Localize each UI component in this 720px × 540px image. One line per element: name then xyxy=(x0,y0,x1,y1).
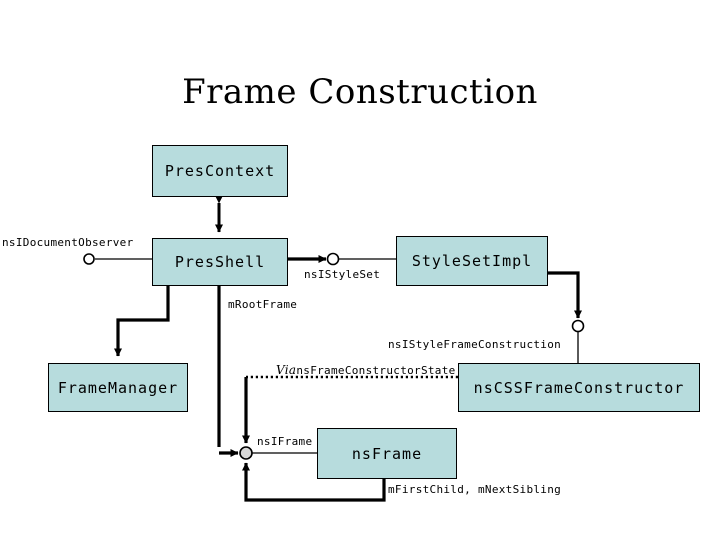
node-prescontext[interactable]: PresContext xyxy=(152,145,288,197)
socket-nsistyleset xyxy=(326,252,340,266)
edge-label-nsistyleframeconstruction: nsIStyleFrameConstruction xyxy=(388,338,562,351)
edge-label-via-nsframeconstructorstate: ViansFrameConstructorState xyxy=(276,363,456,377)
socket-nsidocumentobserver xyxy=(83,253,95,265)
node-nscssframeconstructor[interactable]: nsCSSFrameConstructor xyxy=(458,363,700,412)
node-nsframe[interactable]: nsFrame xyxy=(317,428,457,479)
node-stylesetimpl[interactable]: StyleSetImpl xyxy=(396,236,548,286)
edge-label-nsistyleset: nsIStyleSet xyxy=(304,268,381,281)
via-prefix: Via xyxy=(276,363,297,377)
edge-label-mrootframe: mRootFrame xyxy=(228,298,298,311)
node-label-nsframe: nsFrame xyxy=(351,444,423,463)
connector-nsiframe-socket xyxy=(239,446,317,460)
connector-presshell-nsidocumentobserver xyxy=(83,253,152,265)
node-framemanager[interactable]: FrameManager xyxy=(48,363,188,412)
node-label-nscssframeconstructor: nsCSSFrameConstructor xyxy=(473,378,685,397)
node-label-framemanager: FrameManager xyxy=(57,378,179,397)
edge-label-nsidocumentobserver: nsIDocumentObserver xyxy=(2,236,134,249)
edge-label-nsiframe: nsIFrame xyxy=(257,435,313,448)
socket-nsiframe xyxy=(239,446,253,460)
socket-nsistyleframeconstruction xyxy=(571,319,585,333)
connector-presshell-framemanager xyxy=(114,286,170,357)
via-interface-name: nsFrameConstructorState xyxy=(296,364,456,377)
edge-label-mfirstchild-mnextsibling: mFirstChild, mNextSibling xyxy=(388,483,562,496)
node-presshell[interactable]: PresShell xyxy=(152,238,288,286)
connector-presshell-stylesetimpl xyxy=(288,252,396,266)
page-title: Frame Construction xyxy=(182,72,538,112)
node-label-prescontext: PresContext xyxy=(164,162,276,180)
node-label-stylesetimpl: StyleSetImpl xyxy=(411,252,533,270)
node-label-presshell: PresShell xyxy=(174,253,266,271)
connector-presshell-nsframe xyxy=(217,286,239,457)
